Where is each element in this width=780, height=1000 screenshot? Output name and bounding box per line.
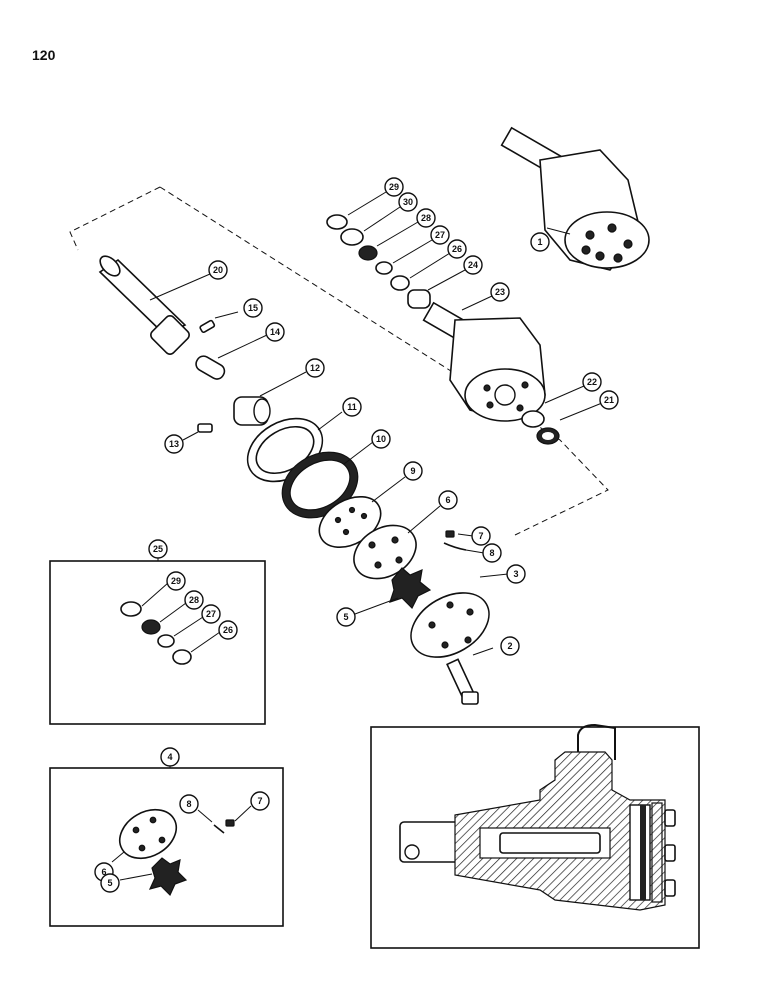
inset-4-callout-8: 8	[179, 794, 199, 814]
inset-25-callout-28: 28	[184, 590, 204, 610]
svg-text:21: 21	[604, 395, 614, 405]
inset-4: 4 8 7 6 5	[49, 747, 284, 927]
cross-section-frame	[370, 726, 700, 949]
callout-2: 2	[500, 636, 520, 656]
svg-text:25: 25	[153, 544, 163, 554]
part-12-coupling	[233, 396, 271, 426]
callout-9: 9	[403, 461, 423, 481]
callout-29: 29	[384, 177, 404, 197]
callout-7: 7	[471, 526, 491, 546]
callout-14: 14	[265, 322, 285, 342]
part-7-pin	[445, 530, 455, 538]
svg-text:1: 1	[537, 237, 542, 247]
callout-24: 24	[463, 255, 483, 275]
inset-4-label: 4	[160, 747, 180, 767]
inset-25-label: 25	[148, 539, 168, 559]
svg-text:29: 29	[389, 182, 399, 192]
part-5-star-drive	[389, 567, 432, 610]
svg-text:28: 28	[189, 595, 199, 605]
cross-section-view	[370, 723, 700, 949]
part-1-housing	[500, 126, 650, 271]
main-callouts: 1 2 3 5 6 7 8 9 10 11 12 13 14 15 20 21	[149, 177, 619, 656]
part-20-shaft	[98, 255, 190, 355]
inset-4-frame	[49, 767, 284, 927]
callout-30: 30	[398, 192, 418, 212]
svg-text:3: 3	[513, 569, 518, 579]
callout-22: 22	[582, 372, 602, 392]
callout-8: 8	[482, 543, 502, 563]
part-2-bolt	[446, 658, 479, 705]
svg-text:5: 5	[343, 612, 348, 622]
callout-15: 15	[243, 298, 263, 318]
svg-text:8: 8	[186, 799, 191, 809]
inset-25-callout-26: 26	[218, 620, 238, 640]
svg-text:6: 6	[101, 867, 106, 877]
svg-text:13: 13	[169, 439, 179, 449]
part-23-housing	[422, 301, 546, 422]
part-8-spring	[443, 542, 467, 551]
svg-text:27: 27	[206, 609, 216, 619]
svg-text:24: 24	[468, 260, 478, 270]
svg-text:9: 9	[410, 466, 415, 476]
callout-10: 10	[371, 429, 391, 449]
svg-text:11: 11	[347, 402, 357, 412]
part-14-link	[195, 355, 226, 380]
svg-text:7: 7	[478, 531, 483, 541]
callout-13: 13	[164, 434, 184, 454]
svg-text:7: 7	[257, 796, 262, 806]
svg-text:26: 26	[452, 244, 462, 254]
inset-25-callout-27: 27	[201, 604, 221, 624]
svg-text:29: 29	[171, 576, 181, 586]
callout-23: 23	[490, 282, 510, 302]
callout-20: 20	[208, 260, 228, 280]
svg-text:30: 30	[403, 197, 413, 207]
callout-6: 6	[438, 490, 458, 510]
callout-27: 27	[430, 225, 450, 245]
svg-text:5: 5	[107, 878, 112, 888]
svg-text:8: 8	[489, 548, 494, 558]
svg-text:15: 15	[248, 303, 258, 313]
svg-text:22: 22	[587, 377, 597, 387]
part-9-plate	[318, 495, 382, 549]
part-10-gerotor-ring	[281, 451, 359, 519]
part-15-pin	[199, 319, 216, 334]
inset-25: 25 29 28 27 26	[49, 539, 266, 725]
svg-text:26: 26	[223, 625, 233, 635]
seal-stack	[326, 214, 431, 309]
inset-25-callout-29: 29	[166, 571, 186, 591]
svg-text:10: 10	[376, 434, 386, 444]
svg-text:6: 6	[445, 495, 450, 505]
inset-25-frame	[49, 560, 266, 725]
callout-21: 21	[599, 390, 619, 410]
callout-26: 26	[447, 239, 467, 259]
svg-text:14: 14	[270, 327, 280, 337]
callout-1: 1	[530, 232, 550, 252]
svg-text:28: 28	[421, 213, 431, 223]
svg-text:27: 27	[435, 230, 445, 240]
svg-text:20: 20	[213, 265, 223, 275]
part-13-pin	[197, 423, 213, 433]
svg-text:4: 4	[167, 752, 172, 762]
callout-3: 3	[506, 564, 526, 584]
svg-text:23: 23	[495, 287, 505, 297]
page-number: 120	[32, 47, 56, 63]
part-3-end-cap	[410, 592, 490, 658]
svg-text:2: 2	[507, 641, 512, 651]
svg-text:12: 12	[310, 363, 320, 373]
inset-4-callout-5: 5	[100, 873, 120, 893]
part-22-ring	[521, 410, 545, 428]
callout-28: 28	[416, 208, 436, 228]
callout-12: 12	[305, 358, 325, 378]
callout-11: 11	[342, 397, 362, 417]
callout-5: 5	[336, 607, 356, 627]
dashed-group-outline	[69, 186, 609, 536]
part-6-rotor	[353, 524, 417, 580]
inset-4-callout-7: 7	[250, 791, 270, 811]
